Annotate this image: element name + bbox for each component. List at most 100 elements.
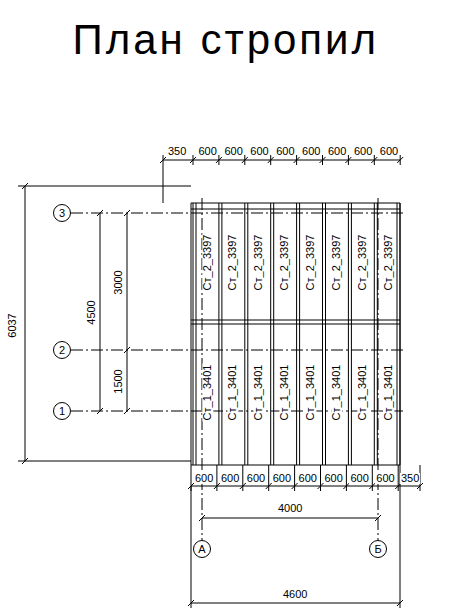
dimension-text: 4000	[277, 503, 303, 514]
drawing-title: План стропил	[73, 19, 380, 61]
axis-bubble: 1	[53, 402, 71, 420]
drawing-line	[270, 203, 271, 465]
rafter-mark: Ст_1_3401	[202, 363, 213, 421]
drawing-line	[325, 203, 326, 465]
drawing-line	[294, 465, 295, 491]
drawing-line	[25, 186, 26, 461]
dimension-text: 600	[379, 146, 399, 157]
drawing-line	[398, 465, 399, 491]
dimension-text: 600	[249, 146, 269, 157]
rafter-mark: Ст_2_3397	[280, 233, 291, 291]
rafter-mark: Ст_2_3397	[254, 233, 265, 291]
drawing-line	[247, 203, 248, 465]
rafter-mark: Ст_2_3397	[228, 233, 239, 291]
axis-label: А	[198, 544, 205, 555]
drawing-line	[242, 465, 243, 491]
dimension-text: 350	[167, 146, 187, 157]
dimension-text: 4600	[282, 589, 308, 600]
drawing-line	[296, 203, 297, 465]
axis-label: 1	[59, 406, 65, 417]
drawing-line	[191, 486, 192, 608]
drawing-line	[296, 155, 297, 165]
drawing-line	[400, 203, 401, 465]
axis-bubble: Б	[369, 540, 387, 558]
drawing-line	[270, 155, 271, 165]
drawing-line	[191, 486, 420, 487]
drawing-line	[97, 210, 103, 216]
drawing-line	[199, 515, 205, 521]
drawing-line	[378, 198, 379, 540]
drawing-line	[400, 465, 401, 608]
dimension-text: 600	[246, 473, 266, 484]
axis-label: 3	[59, 208, 65, 219]
drawing-line	[244, 155, 245, 165]
rafter-mark: Ст_1_3401	[228, 363, 239, 421]
drawing-line	[124, 210, 130, 216]
drawing-line	[124, 347, 130, 353]
axis-label: Б	[374, 544, 381, 555]
drawing-line	[375, 515, 381, 521]
drawing-line	[322, 203, 323, 465]
dimension-text: 600	[275, 146, 295, 157]
rafter-mark: Ст_2_3397	[306, 233, 317, 291]
drawing-line	[97, 408, 103, 414]
drawing-line	[193, 203, 194, 465]
rafter-mark: Ст_2_3397	[202, 233, 213, 291]
drawing-line	[320, 465, 321, 491]
drawing-line	[71, 350, 405, 351]
drawing-line	[221, 203, 222, 465]
rafter-mark: Ст_2_3397	[383, 233, 394, 291]
drawing-line	[348, 155, 349, 165]
dimension-text: 600	[301, 146, 321, 157]
drawing-line	[322, 155, 323, 165]
drawing-line	[400, 203, 401, 465]
dimension-text: 600	[298, 473, 318, 484]
axis-bubble: А	[193, 540, 211, 558]
drawing-line	[273, 203, 274, 465]
drawing-line	[18, 186, 191, 187]
drawing-line	[196, 203, 197, 465]
drawing-line	[374, 155, 375, 165]
drawing-line	[100, 213, 101, 411]
drawing-line	[191, 603, 400, 604]
drawing-line	[163, 160, 400, 161]
plan-lines	[18, 155, 423, 608]
drawing-line	[348, 203, 349, 465]
drawing-line	[218, 203, 219, 465]
drawing-line	[163, 155, 164, 203]
dimension-text: 6037	[7, 312, 18, 338]
dimension-text: 600	[272, 473, 292, 484]
rafter-mark: Ст_2_3397	[331, 233, 342, 291]
rafter-mark: Ст_1_3401	[306, 363, 317, 421]
rafter-mark: Ст_1_3401	[254, 363, 265, 421]
drawing-line	[191, 203, 192, 465]
drawing-line	[193, 155, 194, 165]
drawing-line	[372, 465, 373, 491]
drawing-line	[124, 408, 130, 414]
axis-bubble: 2	[53, 341, 71, 359]
dimension-text: 600	[223, 146, 243, 157]
drawing-line	[400, 155, 401, 165]
dimension-text: 600	[324, 473, 344, 484]
rafter-mark: Ст_2_3397	[357, 233, 368, 291]
dimension-text: 600	[220, 473, 240, 484]
drawing-line	[351, 203, 352, 465]
rafter-mark: Ст_1_3401	[331, 363, 342, 421]
drawing-line	[218, 155, 219, 165]
dimension-text: 3000	[113, 269, 124, 295]
rafter-mark: Ст_1_3401	[383, 363, 394, 421]
dimension-text: 600	[349, 473, 369, 484]
drawing-line	[374, 203, 375, 465]
dimension-text: 600	[375, 473, 395, 484]
drawing-line	[299, 203, 300, 465]
dimension-text: 350	[400, 473, 420, 484]
dimension-text: 1500	[113, 368, 124, 394]
dimension-text: 600	[194, 473, 214, 484]
dimension-text: 600	[353, 146, 373, 157]
rafter-mark: Ст_1_3401	[357, 363, 368, 421]
axis-bubble: 3	[53, 204, 71, 222]
drawing-line	[397, 203, 398, 465]
drawing-line	[18, 461, 191, 462]
drawing-line	[202, 518, 378, 519]
